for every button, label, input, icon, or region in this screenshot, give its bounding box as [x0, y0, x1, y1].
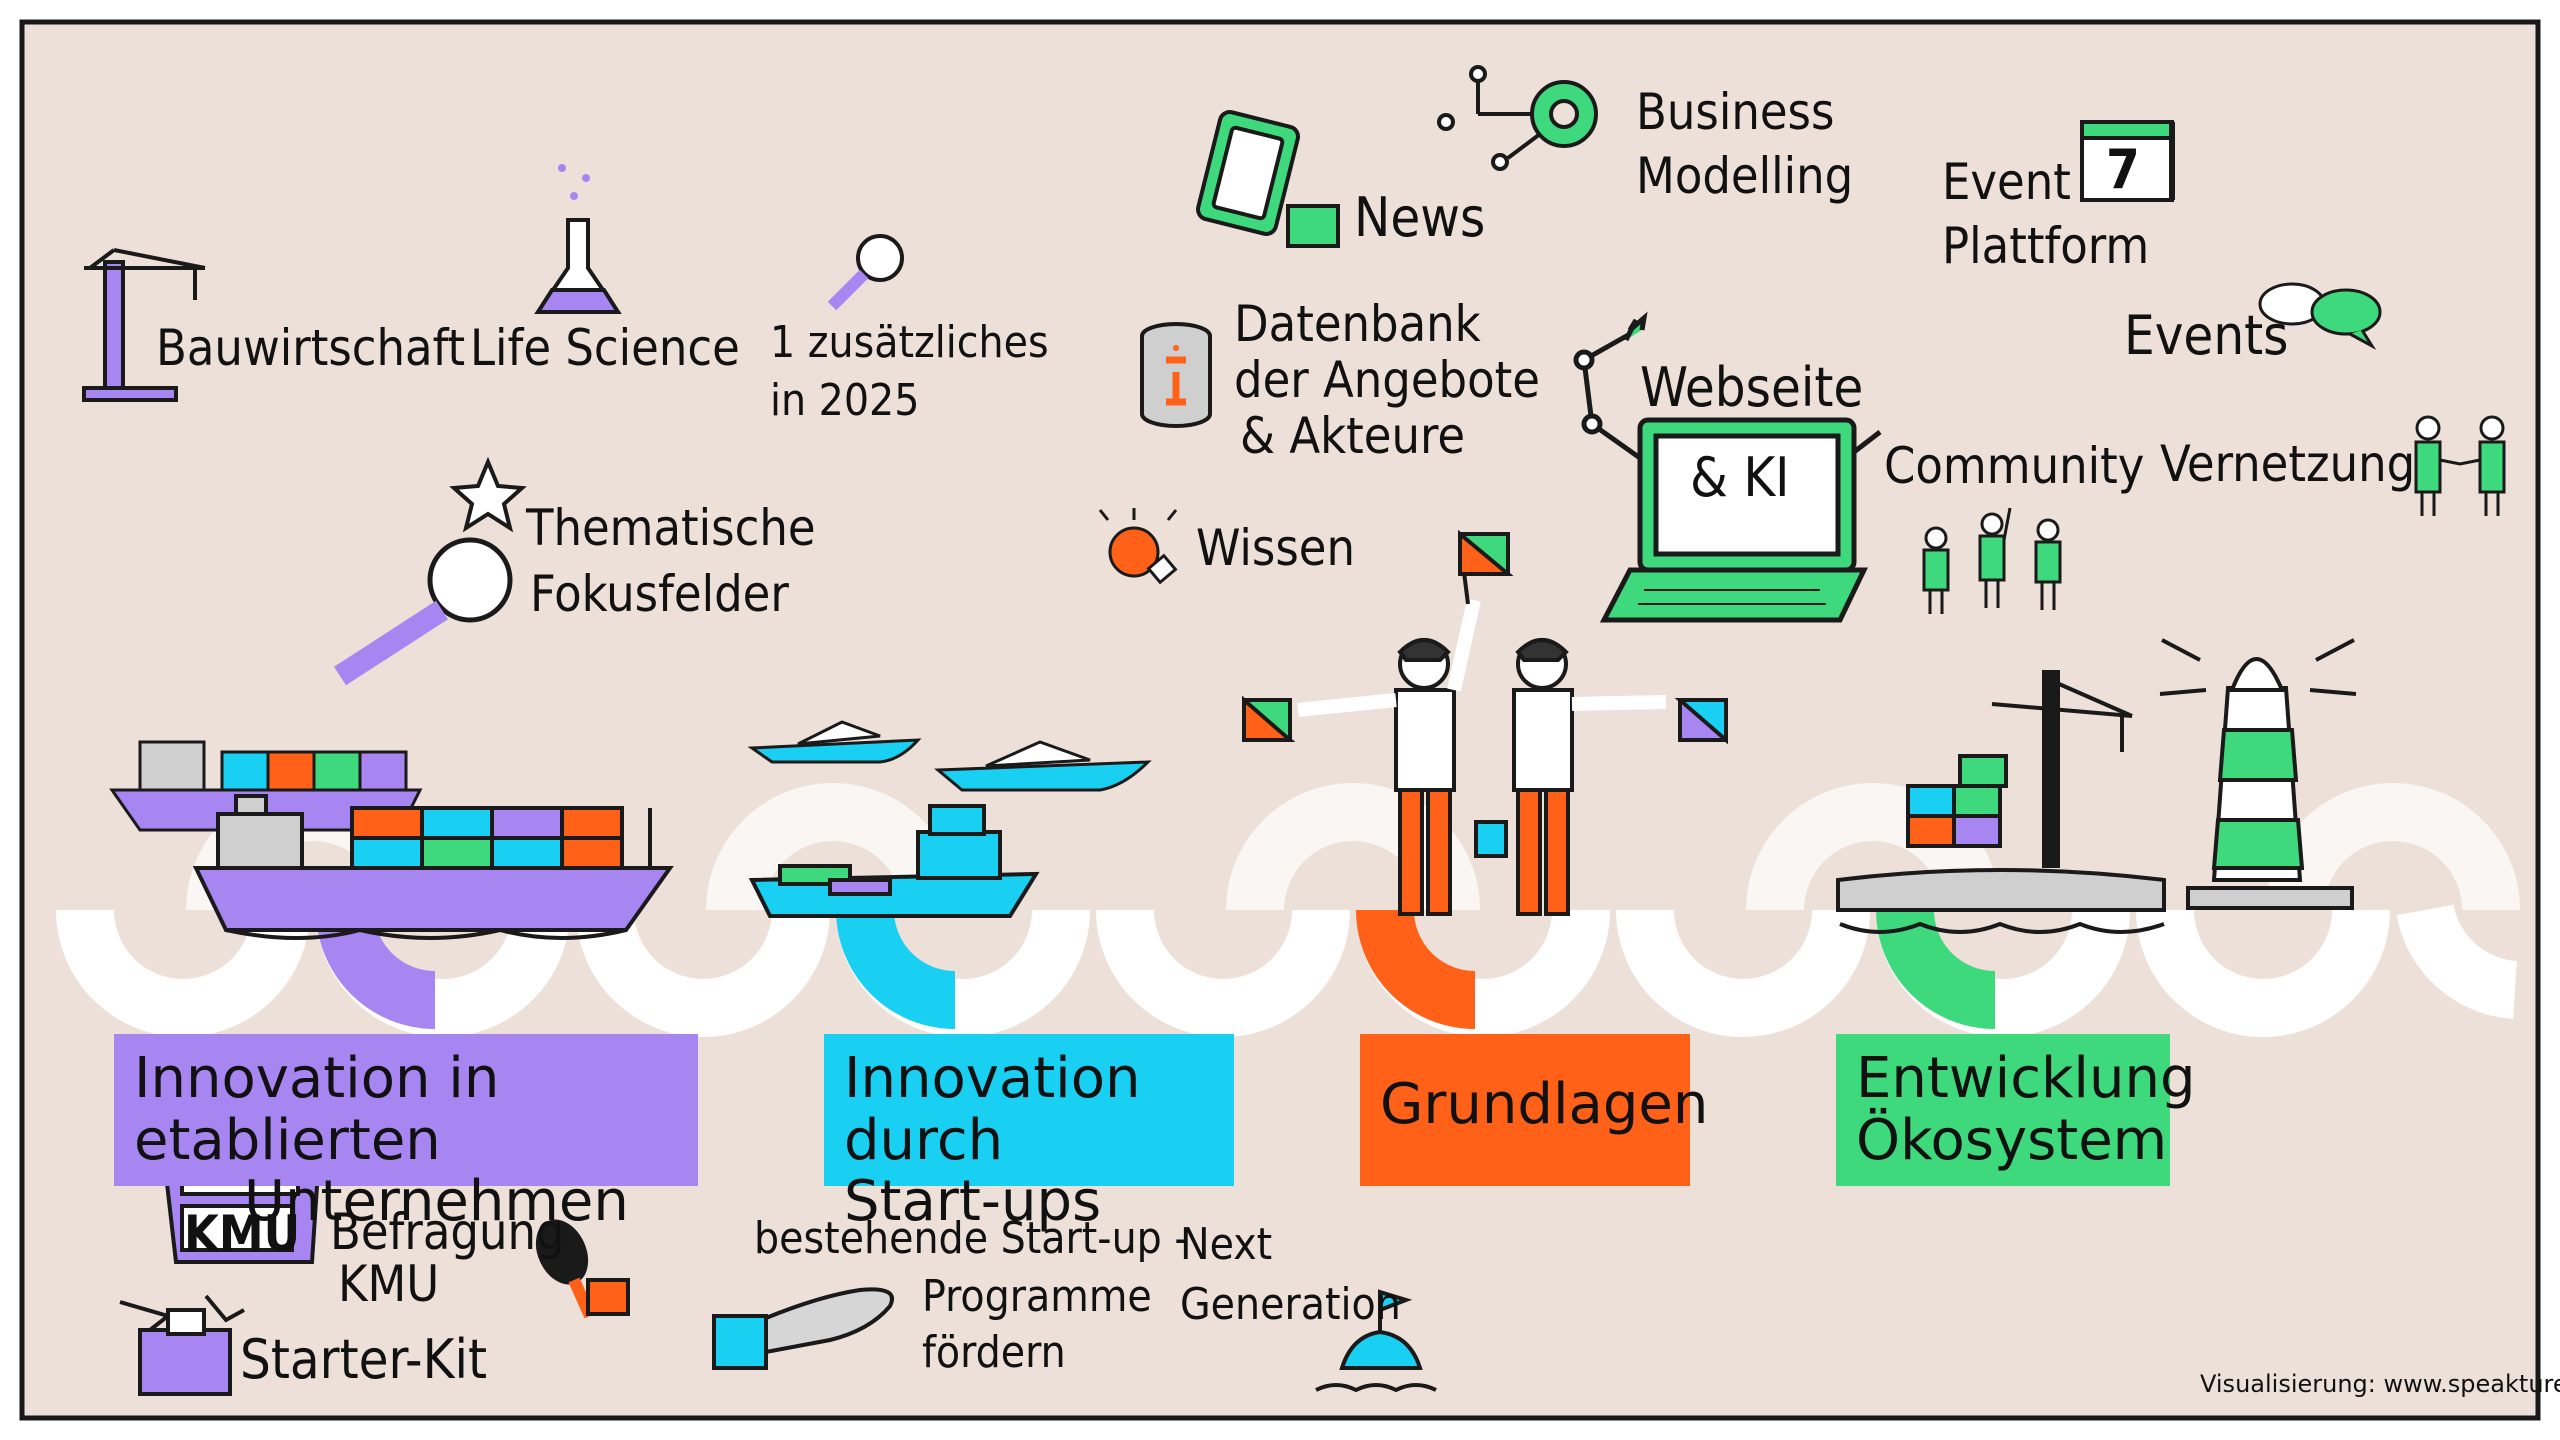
label-bauwirtschaft: Bauwirtschaft — [156, 319, 466, 377]
toolbox-icon — [119, 1294, 245, 1396]
label-vernetzung: Vernetzung — [2160, 435, 2416, 493]
label-community: Community — [1884, 437, 2145, 495]
gear-icon — [1437, 65, 1598, 171]
signaler-left-icon — [1242, 529, 1514, 916]
label-database-line1: Datenbank — [1234, 295, 1481, 353]
label-additional-line1: 1 zusätzliches — [770, 317, 1049, 368]
magnifier-large-icon — [334, 537, 513, 686]
buoy-flag-icon — [1315, 1289, 1437, 1393]
label-startup-line3: fördern — [922, 1327, 1066, 1378]
pillar-4-line1: Entwicklung — [1856, 1046, 2196, 1111]
label-survey-line1: Befragung — [330, 1203, 565, 1261]
lighthouse-icon — [2159, 638, 2357, 910]
calendar-day: 7 — [2106, 138, 2140, 201]
hand-offer-icon — [712, 1287, 894, 1370]
pillar-startups: Innovation durch Start-ups — [824, 1034, 1234, 1232]
label-startup-line2: Programme — [922, 1271, 1152, 1322]
magnifier-small-icon — [827, 234, 904, 311]
chat-bubbles-icon — [2258, 282, 2382, 351]
label-event-line2: Plattform — [1942, 217, 2150, 275]
label-next-line2: Generation — [1180, 1279, 1401, 1330]
label-focus-line2: Fokusfelder — [530, 565, 789, 623]
label-business-line2: Modelling — [1636, 147, 1854, 205]
cyan-wave-accent — [836, 908, 957, 1029]
pillar-grundlagen: Grundlagen — [1360, 1034, 1709, 1186]
label-database-line3: & Akteure — [1240, 407, 1466, 465]
pillar-ecosystem: Entwicklung Ökosystem — [1836, 1034, 2196, 1186]
star-icon — [449, 456, 527, 533]
calendar-icon — [2080, 120, 2175, 202]
pillar-established-companies: Innovation in etablierten Unternehmen — [114, 1034, 698, 1232]
pillar-4-line2: Ökosystem — [1856, 1107, 2168, 1173]
tablet-hand-icon — [1196, 110, 1340, 248]
container-ship-front-icon — [192, 794, 674, 940]
pillar-1-line2: Unternehmen — [244, 1169, 629, 1235]
signaler-right-icon — [1474, 638, 1728, 916]
label-news: News — [1354, 186, 1486, 249]
wave-band — [56, 783, 2520, 1037]
database-info-icon — [1140, 322, 1212, 428]
container-ship-back-icon — [109, 740, 423, 832]
label-events: Events — [2124, 304, 2289, 367]
handshake-people-icon — [2414, 415, 2506, 516]
label-additional-line2: in 2025 — [770, 375, 920, 426]
label-life-science: Life Science — [470, 319, 740, 377]
label-startup-line1: bestehende Start-up - — [754, 1213, 1189, 1264]
pillar-2-line1: Innovation durch — [844, 1046, 1141, 1173]
label-survey-line2: KMU — [338, 1255, 440, 1313]
laptop-robot-icon — [1573, 311, 1882, 623]
label-business-line1: Business — [1636, 83, 1835, 141]
community-people-icon — [1922, 507, 2062, 614]
credit-text: Visualisierung: www.speakture.ch — [2200, 1370, 2560, 1398]
microphone-icon — [535, 1219, 630, 1319]
label-event-line1: Event — [1942, 153, 2071, 211]
crane-icon — [82, 248, 206, 402]
pillar-1-line1: Innovation in etablierten — [134, 1046, 500, 1173]
harbour-crane-icon — [1836, 670, 2166, 934]
label-webseite: Webseite — [1640, 356, 1864, 419]
tug-boat-icon — [748, 804, 1040, 918]
lightbulb-icon — [1098, 508, 1178, 585]
label-wissen: Wissen — [1196, 519, 1355, 577]
label-focus-line1: Thematische — [526, 499, 816, 557]
label-next-line1: Next — [1180, 1219, 1273, 1270]
speedboat-2-icon — [934, 740, 1152, 792]
speedboat-1-icon — [747, 720, 922, 764]
label-starter-kit: Starter-Kit — [240, 1328, 487, 1391]
label-ki: & KI — [1690, 446, 1790, 509]
pillar-3-line1: Grundlagen — [1380, 1072, 1709, 1137]
flask-icon — [534, 164, 622, 314]
kmu-sign: KMU — [184, 1205, 301, 1263]
orange-wave-accent — [1356, 908, 1477, 1029]
pillar-2-line2: Start-ups — [844, 1169, 1102, 1235]
label-database-line2: der Angebote — [1234, 351, 1540, 409]
